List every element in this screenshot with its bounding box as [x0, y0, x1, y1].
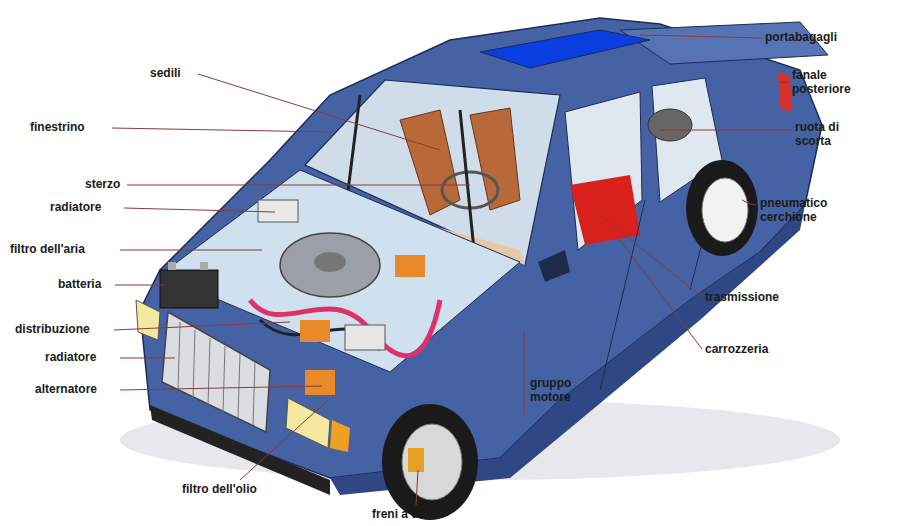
mirror — [538, 250, 570, 282]
part-label: alternatore — [35, 382, 125, 396]
engine-part — [395, 255, 425, 277]
part-label: fanale posteriore — [792, 68, 867, 96]
part-label: gruppo motore — [530, 376, 590, 404]
engine-part — [345, 325, 385, 350]
air-filter-cap — [314, 252, 346, 272]
part-label: carrozzeria — [705, 342, 805, 356]
part-label: finestrino — [30, 120, 120, 134]
part-label: filtro dell'aria — [10, 242, 125, 256]
brake-caliper — [408, 448, 424, 472]
seat — [470, 108, 520, 210]
part-label: distribuzione — [15, 322, 120, 336]
headlight — [286, 398, 330, 448]
bumper — [150, 405, 330, 495]
car-body — [140, 18, 822, 478]
part-label: pneumatico cerchione — [760, 196, 850, 224]
seat — [400, 110, 460, 215]
part-label: freni a disco — [372, 507, 472, 521]
side-window — [565, 92, 642, 250]
part-label: radiatore — [50, 200, 130, 214]
spare-wheel — [648, 109, 692, 141]
grille — [162, 312, 270, 432]
transmission — [570, 175, 640, 245]
rim — [702, 178, 748, 242]
sunroof — [480, 30, 650, 68]
engine-part — [300, 320, 330, 342]
part-label: trasmissione — [705, 290, 805, 304]
wire — [250, 300, 440, 356]
tail-light — [778, 72, 792, 112]
leader-lines — [112, 35, 792, 505]
air-filter — [280, 233, 380, 297]
grille-bars — [178, 322, 255, 425]
part-label: portabagagli — [765, 30, 880, 44]
part-label: radiatore — [45, 350, 125, 364]
front-wheel — [382, 404, 478, 520]
part-label: batteria — [58, 277, 128, 291]
part-label: sterzo — [85, 177, 145, 191]
headlight — [136, 300, 160, 340]
alternator — [305, 370, 335, 395]
part-label: filtro dell'olio — [182, 482, 297, 496]
radiator-tank — [258, 200, 298, 222]
battery-terminal — [168, 262, 176, 270]
rear-wheel — [686, 160, 758, 256]
disc-brake — [402, 424, 462, 500]
battery-terminal — [200, 262, 208, 270]
part-label: sedili — [150, 66, 210, 80]
part-label: ruota di scorta — [795, 120, 857, 148]
indicator — [330, 420, 350, 452]
door-line — [600, 200, 645, 390]
battery — [160, 270, 218, 308]
